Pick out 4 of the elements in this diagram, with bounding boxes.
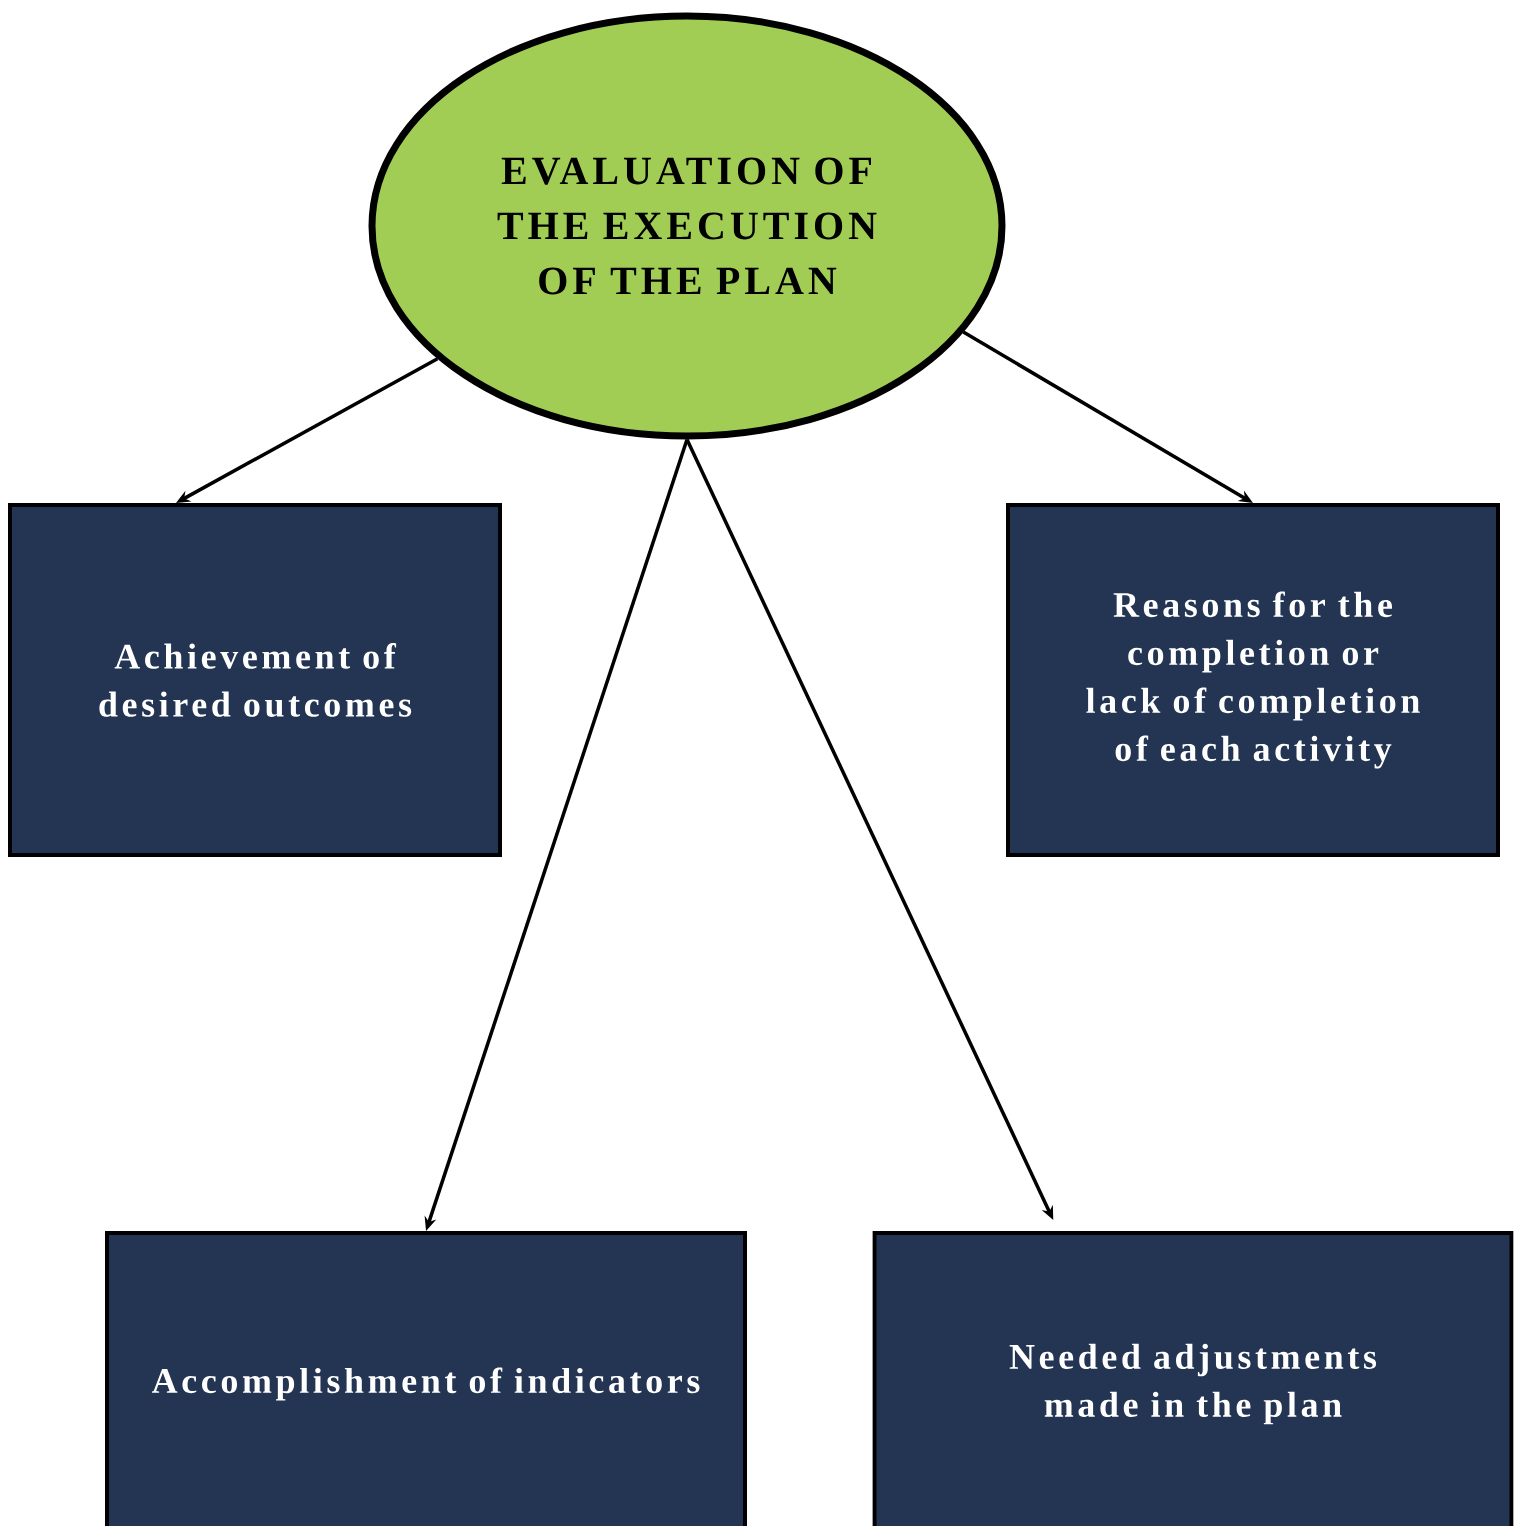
topic-box: Achievement of desired outcomes [8,503,502,857]
topic-box: Reasons for the completion or lack of completion of each activity [1006,503,1500,857]
topic-box: Accomplishment of indicators [105,1231,747,1526]
topic-box: Needed adjustments made in the plan [872,1231,1514,1526]
